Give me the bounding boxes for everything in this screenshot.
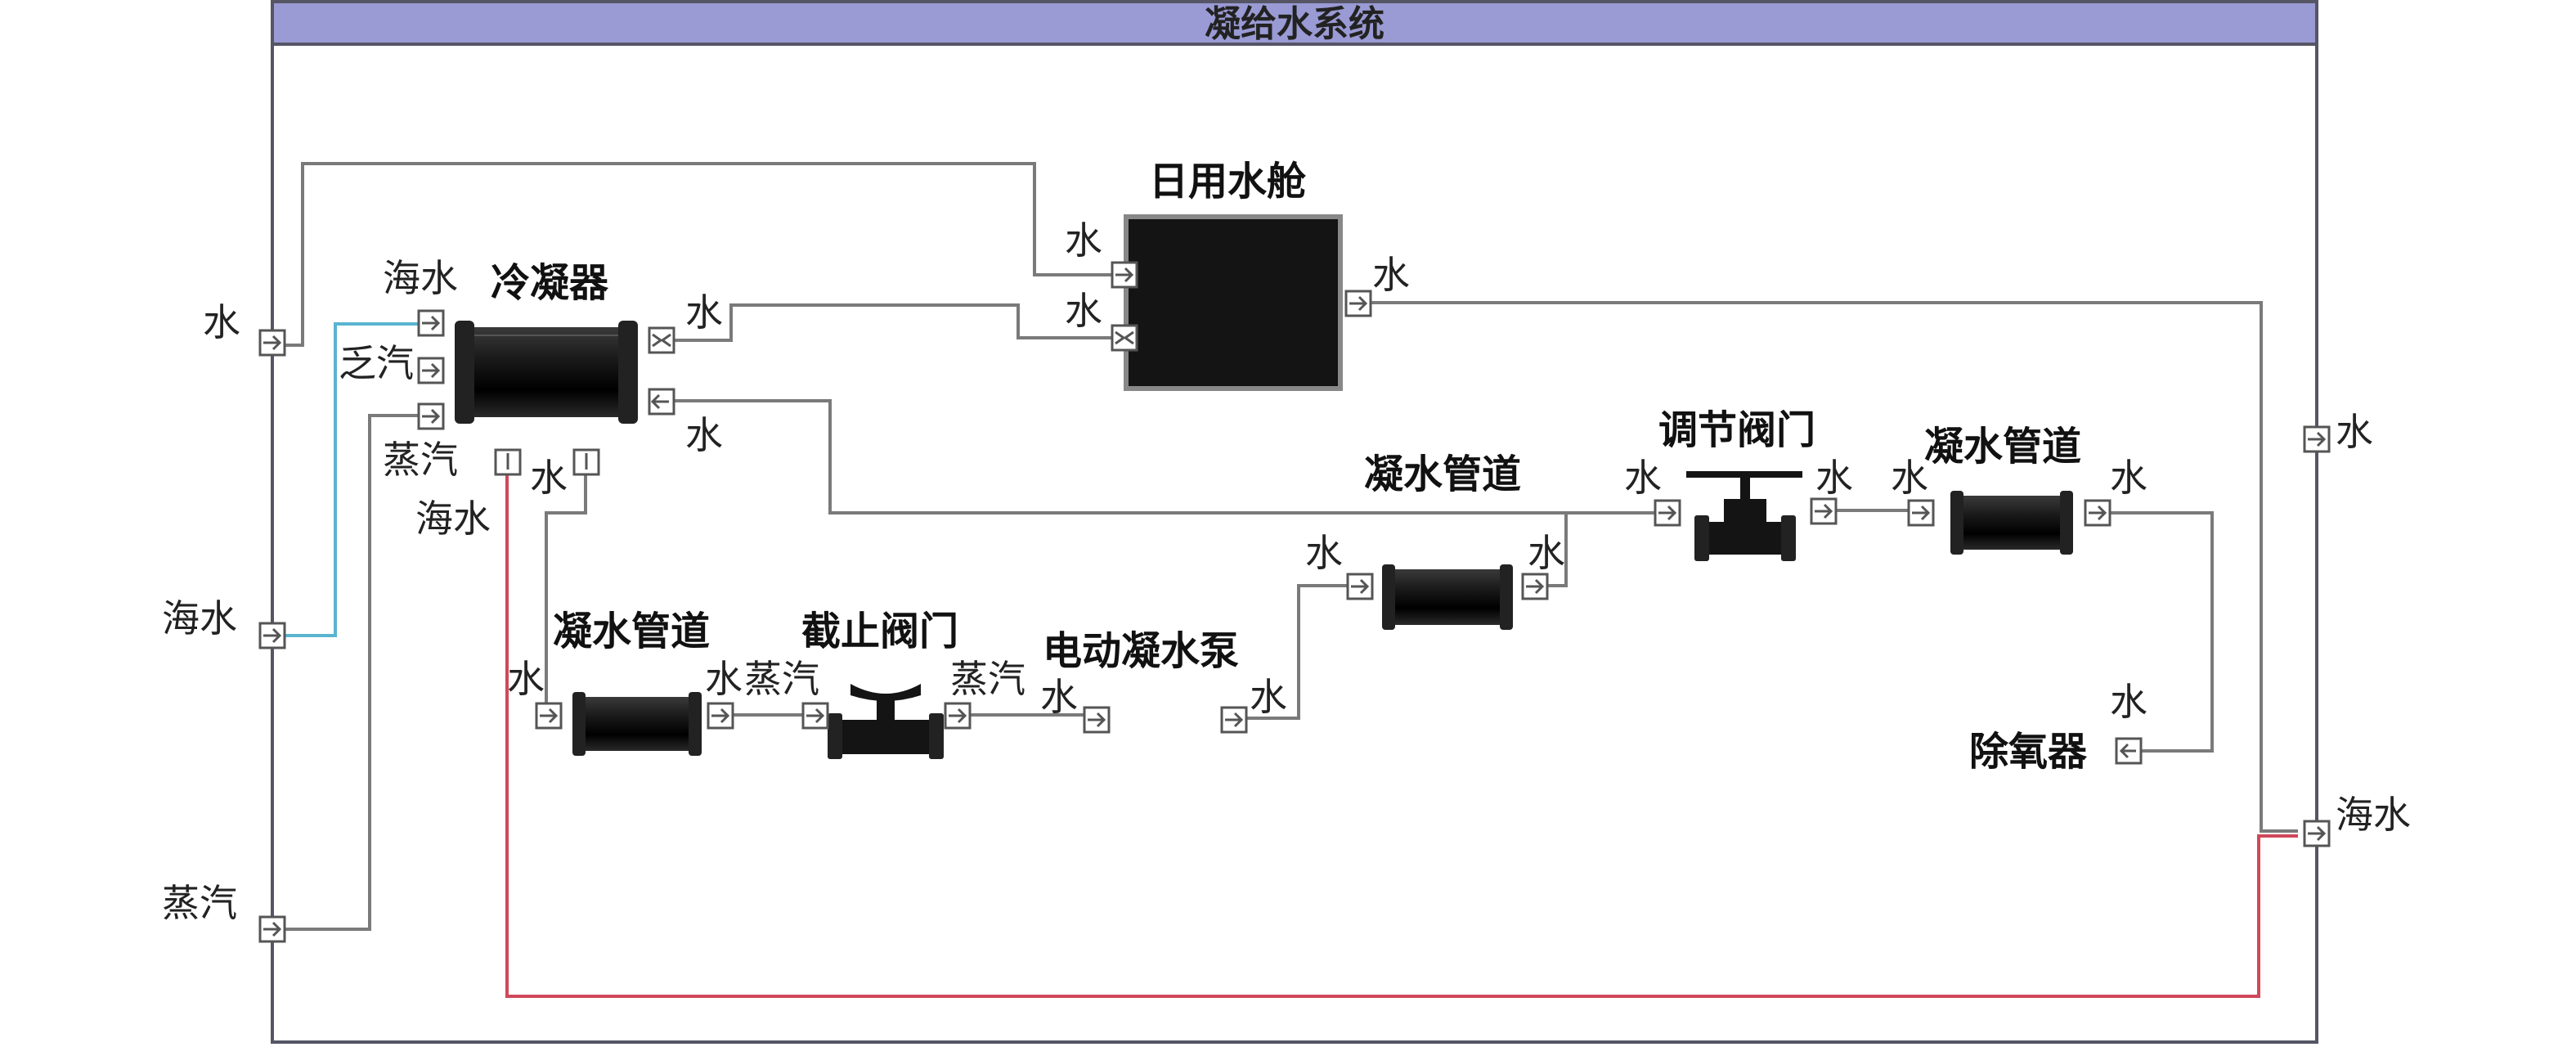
system-title: 凝给水系统: [1205, 3, 1384, 45]
label-pipe1-out: 水: [705, 657, 743, 701]
label-system-seawater-out: 海水: [2336, 793, 2411, 837]
port-pipe3-out[interactable]: [2084, 499, 2112, 527]
label-stopvalve-out: 蒸汽: [950, 657, 1025, 701]
seawater-return-line: [505, 462, 2298, 998]
port-pipe1-in[interactable]: [535, 702, 563, 730]
pipe3-label: 凝水管道: [1924, 424, 2081, 470]
label-tank-in1: 水: [1065, 218, 1102, 263]
port-tank-in1[interactable]: [1111, 261, 1138, 289]
label-tank-in2: 水: [1065, 289, 1102, 333]
label-regvalve-in: 水: [1624, 456, 1662, 500]
label-system-steam-in: 蒸汽: [162, 881, 237, 925]
label-cond-steam: 蒸汽: [383, 438, 458, 482]
port-pipe2-out[interactable]: [1521, 573, 1549, 600]
pipe1-label: 凝水管道: [553, 609, 710, 654]
condensate-pipe-1[interactable]: [572, 692, 702, 756]
port-pipe3-in[interactable]: [1907, 499, 1935, 527]
port-stopvalve-in[interactable]: [801, 702, 829, 730]
port-cond-steam[interactable]: [417, 402, 445, 430]
port-system-seawater-in[interactable]: [258, 622, 286, 649]
label-pipe2-in: 水: [1305, 531, 1343, 575]
port-pump-in[interactable]: [1083, 706, 1111, 734]
label-pipe3-in: 水: [1891, 456, 1928, 500]
reg-valve-label: 调节阀门: [1658, 407, 1815, 453]
pipe2-label: 凝水管道: [1364, 452, 1521, 497]
stop-valve-label: 截止阀门: [801, 609, 958, 654]
port-cond-exhaust-steam[interactable]: [417, 357, 445, 384]
label-pump-out: 水: [1250, 675, 1287, 719]
label-pump-in: 水: [1040, 675, 1078, 719]
header-bar: [271, 0, 2318, 46]
condenser[interactable]: [455, 321, 638, 424]
label-deaerator-in: 水: [2110, 680, 2147, 724]
port-cond-seawater-out[interactable]: [494, 448, 522, 476]
label-regvalve-out: 水: [1815, 456, 1853, 500]
port-system-steam-in[interactable]: [258, 915, 286, 943]
condenser-label: 冷凝器: [491, 260, 609, 306]
port-pipe1-out[interactable]: [707, 702, 734, 730]
label-pipe2-out: 水: [1528, 531, 1565, 575]
port-system-water-out[interactable]: [2303, 425, 2331, 453]
port-regvalve-out[interactable]: [1810, 497, 1838, 525]
label-pipe3-out: 水: [2110, 456, 2147, 500]
daily-water-tank[interactable]: [1124, 214, 1343, 391]
port-cond-water-out1[interactable]: [648, 326, 675, 354]
port-cond-seawater-in[interactable]: [417, 309, 445, 337]
pipe-network: [285, 162, 2298, 931]
stop-valve[interactable]: [828, 684, 944, 759]
label-system-water-out: 水: [2336, 410, 2373, 454]
port-tank-out[interactable]: [1344, 290, 1372, 317]
port-stopvalve-out[interactable]: [944, 702, 972, 730]
label-cond-exhaust-steam: 乏汽: [339, 341, 414, 385]
port-cond-water-bottom[interactable]: [572, 448, 600, 476]
port-pipe2-in[interactable]: [1346, 573, 1374, 600]
port-system-water-in[interactable]: [258, 329, 286, 357]
label-cond-seawater-out: 海水: [415, 497, 491, 541]
condensate-pipe-3[interactable]: [1950, 491, 2073, 555]
label-system-seawater-in: 海水: [162, 596, 237, 640]
daily-tank-label: 日用水舱: [1149, 159, 1306, 204]
port-tank-in2[interactable]: [1111, 324, 1138, 352]
label-stopvalve-in: 蒸汽: [744, 657, 819, 701]
label-tank-out: 水: [1372, 253, 1410, 297]
label-cond-water-out2: 水: [685, 413, 723, 457]
port-deaerator-in[interactable]: [2115, 737, 2143, 765]
port-cond-water-out2[interactable]: [648, 388, 675, 416]
regulating-valve[interactable]: [1686, 471, 1802, 561]
label-pipe1-in: 水: [507, 657, 545, 701]
port-regvalve-in[interactable]: [1654, 499, 1681, 527]
pump-label: 电动凝水泵: [1043, 628, 1239, 674]
deaerator-label: 除氧器: [1969, 729, 2088, 775]
label-cond-seawater-in: 海水: [383, 256, 458, 300]
label-system-water-in: 水: [203, 300, 240, 344]
condensate-pipe-2[interactable]: [1382, 564, 1513, 630]
port-system-seawater-out[interactable]: [2303, 820, 2331, 847]
port-pump-out[interactable]: [1220, 706, 1248, 734]
label-cond-water-bottom: 水: [530, 456, 568, 500]
label-cond-water-out1: 水: [685, 290, 723, 335]
